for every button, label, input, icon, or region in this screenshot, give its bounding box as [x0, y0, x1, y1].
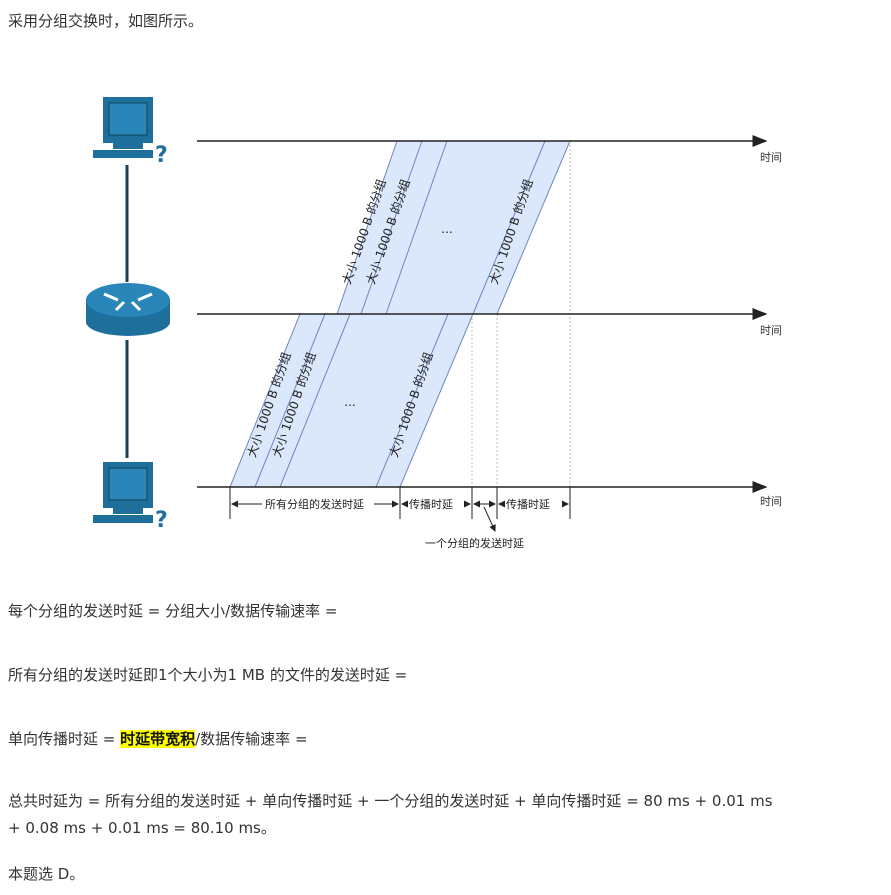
formula-line-3-post: /数据传输速率 = [195, 730, 308, 748]
prop-delay-label: 传播时延 [409, 497, 453, 511]
formula-line-3-pre: 单向传播时延 = [8, 730, 121, 748]
one-tx-delay-label: 一个分组的发送时延 [425, 536, 524, 550]
all-tx-delay-label: 所有分组的发送时延 [265, 497, 364, 511]
intro-text: 采用分组交换时，如图所示。 [8, 12, 204, 30]
time-label: 时间 [760, 151, 782, 164]
svg-text:?: ? [155, 508, 168, 533]
highlighted-term: 时延带宽积 [120, 730, 196, 748]
time-label: 时间 [760, 495, 782, 508]
formula-line-4b: + 0.08 ms + 0.01 ms = 80.10 ms。 [8, 819, 276, 837]
svg-text:?: ? [155, 143, 168, 168]
formula-line-2: 所有分组的发送时延即1个大小为1 MB 的文件的发送时延 = [8, 666, 408, 684]
computer-icon-bottom: ? [93, 462, 168, 533]
formula-line-4a: 总共时延为 = 所有分组的发送时延 + 单向传播时延 + 一个分组的发送时延 +… [8, 792, 773, 810]
time-label: 时间 [760, 324, 782, 337]
packet-switching-diagram: ? ? 时间 时间 时间 大小 1000 B 的分组 大小 1000 B 的分组… [86, 97, 782, 550]
ellipsis: ... [344, 395, 355, 409]
computer-icon-top: ? [93, 97, 168, 168]
formula-line-1: 每个分组的发送时延 = 分组大小/数据传输速率 = [8, 602, 338, 620]
ellipsis: ... [441, 222, 452, 236]
prop-delay-label: 传播时延 [506, 497, 550, 511]
answer-line: 本题选 D。 [8, 865, 85, 883]
router-icon [86, 283, 170, 336]
formula-line-3: 单向传播时延 = 时延带宽积/数据传输速率 = [8, 726, 308, 753]
